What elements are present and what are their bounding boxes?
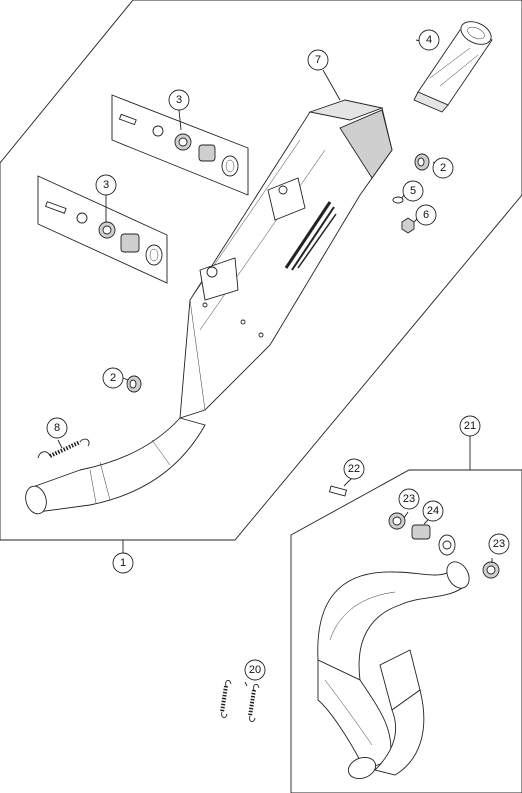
silencer-inlet-pipe (25, 417, 206, 515)
group-21-outline (290, 469, 522, 793)
hardware-kit-3-lower (37, 175, 168, 284)
callout-6-label: 6 (423, 209, 429, 221)
washer-part-23-left (388, 512, 406, 530)
callout-22: 22 (343, 458, 365, 480)
header-pipe (317, 534, 470, 779)
callout-3-upper-label: 3 (176, 94, 182, 106)
callout-8-label: 8 (54, 422, 60, 434)
grommet-part-2-upper (414, 153, 430, 171)
callout-5: 5 (402, 180, 424, 202)
callout-23-left-label: 23 (403, 493, 415, 505)
washer-part-5 (392, 196, 404, 204)
silencer-body (179, 99, 393, 419)
callout-3-lower-label: 3 (103, 179, 109, 191)
nut-part-6 (401, 217, 415, 234)
callout-22-label: 22 (348, 463, 360, 475)
callout-8: 8 (46, 417, 68, 439)
callout-4: 4 (418, 29, 440, 51)
callout-2-upper-label: 2 (440, 162, 446, 174)
callout-7: 7 (307, 49, 329, 71)
callout-24: 24 (422, 500, 444, 522)
callout-21-label: 21 (464, 420, 476, 432)
callout-23-left: 23 (398, 488, 420, 510)
callout-20-label: 20 (249, 664, 261, 676)
callout-2-upper: 2 (432, 157, 454, 179)
hardware-kit-3-upper (111, 94, 249, 196)
spring-part-8 (37, 438, 90, 459)
callout-24-label: 24 (427, 505, 439, 517)
callout-2-lower: 2 (102, 367, 124, 389)
callout-1-label: 1 (120, 557, 126, 569)
callout-4-label: 4 (426, 34, 432, 46)
callout-21: 21 (459, 415, 481, 437)
callout-20: 20 (244, 659, 266, 681)
grommet-part-2-lower (126, 375, 142, 393)
callout-6: 6 (415, 204, 437, 226)
muffler-label-stripes (284, 201, 337, 271)
callout-3-lower: 3 (95, 174, 117, 196)
callout-5-label: 5 (410, 185, 416, 197)
callout-7-label: 7 (315, 54, 321, 66)
stud-part-22 (328, 485, 348, 497)
springs-part-20 (220, 679, 260, 723)
washer-part-23-right (482, 561, 500, 579)
callout-2-lower-label: 2 (110, 372, 116, 384)
callout-23-right-label: 23 (493, 538, 505, 550)
nut-part-24 (411, 524, 431, 540)
callout-23-right: 23 (488, 533, 510, 555)
callout-3-upper: 3 (168, 89, 190, 111)
callout-1: 1 (112, 552, 134, 574)
end-cap-part-4 (413, 21, 493, 113)
